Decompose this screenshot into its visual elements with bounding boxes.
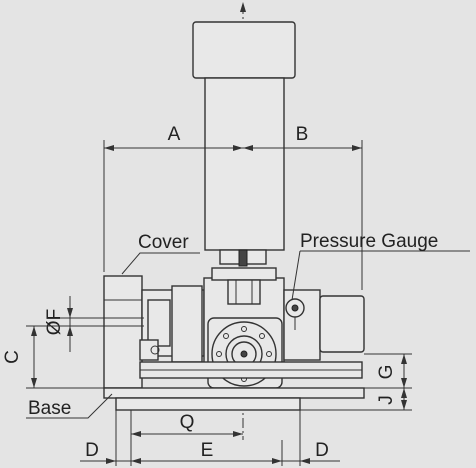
- base-plate: [103, 387, 365, 399]
- label-cover: Cover: [138, 232, 189, 253]
- axis-arrow: [240, 2, 246, 12]
- label-a: A: [168, 124, 181, 145]
- label-pressure-gauge: Pressure Gauge: [300, 231, 438, 252]
- leader-cover: [121, 252, 200, 275]
- label-base: Base: [28, 398, 71, 419]
- label-d-right: D: [315, 440, 329, 461]
- label-f: ØF: [44, 309, 65, 335]
- shaft: [238, 249, 248, 267]
- base-foot: [115, 397, 301, 411]
- motor-body: [204, 77, 285, 251]
- label-b: B: [296, 124, 309, 145]
- label-e: E: [201, 440, 214, 461]
- motor-cap: [192, 21, 296, 79]
- top-flange: [211, 267, 277, 281]
- label-d-left: D: [85, 440, 99, 461]
- label-j: J: [376, 395, 397, 405]
- label-c: C: [2, 350, 23, 364]
- side-cap: [319, 295, 365, 353]
- cover: [103, 275, 143, 389]
- label-q: Q: [180, 412, 195, 433]
- leader-base: [26, 393, 113, 419]
- label-g: G: [376, 365, 397, 380]
